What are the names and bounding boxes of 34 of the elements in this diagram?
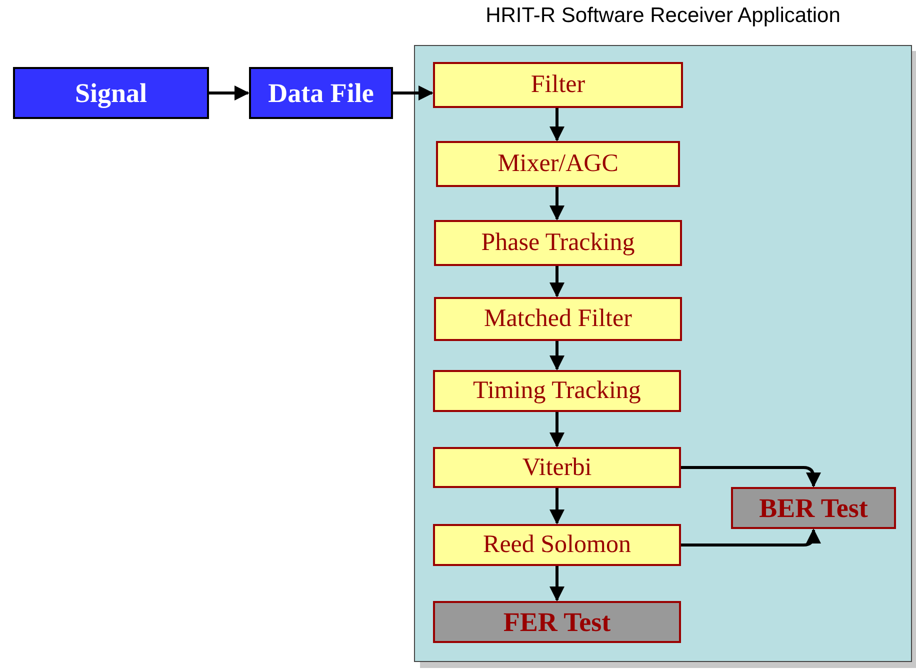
box-label: Matched Filter	[484, 305, 632, 333]
box-label: FER Test	[503, 606, 611, 638]
arrow	[550, 108, 564, 142]
arrow	[209, 86, 250, 100]
panel-heading: HRIT-R Software Receiver Application	[484, 4, 842, 28]
box-label: Filter	[530, 71, 586, 99]
test-box	[731, 487, 896, 529]
arrow	[550, 488, 564, 524]
box-label: Phase Tracking	[481, 229, 635, 257]
process-box	[433, 447, 681, 488]
arrow	[550, 341, 564, 370]
box-label: Viterbi	[522, 454, 592, 482]
box-label: Data File	[268, 78, 374, 108]
process-box	[433, 370, 681, 412]
box-label: BER Test	[759, 492, 868, 524]
arrow	[681, 528, 821, 546]
arrow	[550, 266, 564, 298]
test-box	[433, 601, 681, 643]
process-box	[433, 62, 683, 108]
process-box	[434, 220, 682, 266]
box-label: Mixer/AGC	[498, 150, 618, 178]
box-label: Reed Solomon	[483, 531, 631, 559]
process-box	[436, 141, 680, 187]
arrow	[550, 566, 564, 602]
process-box	[433, 524, 681, 566]
arrow	[550, 187, 564, 220]
box-label: Timing Tracking	[473, 377, 641, 405]
arrow	[393, 86, 434, 100]
source-box	[13, 67, 209, 119]
process-box	[434, 297, 682, 341]
arrow	[681, 466, 821, 488]
arrow	[550, 412, 564, 448]
source-box	[249, 67, 393, 119]
box-label: Signal	[74, 78, 148, 108]
